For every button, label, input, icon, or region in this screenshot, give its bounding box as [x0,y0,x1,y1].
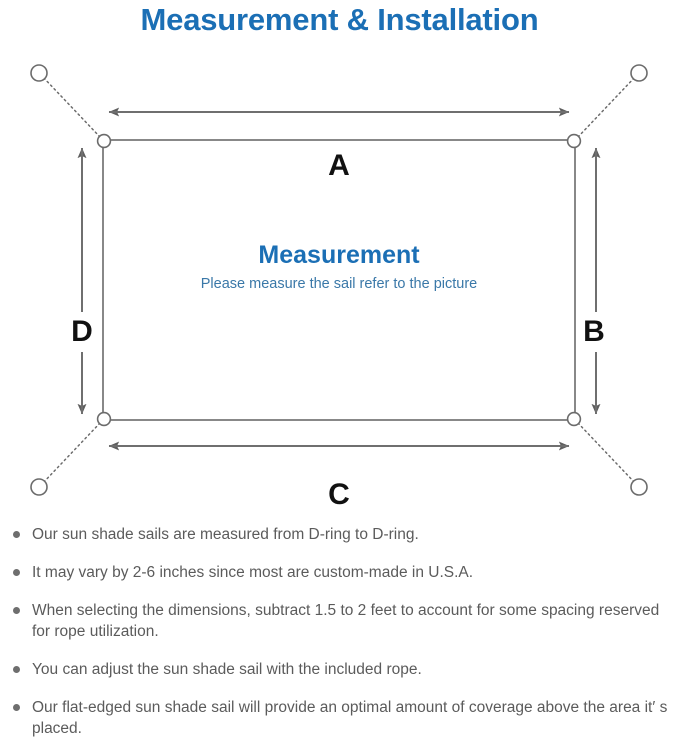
bullet-icon [13,704,20,711]
rope-top-left [41,75,101,138]
note-item: Our sun shade sails are measured from D-… [0,524,679,545]
dimension-label-c: C [312,477,366,513]
dimension-label-b: B [576,312,612,352]
note-text: Our sun shade sails are measured from D-… [32,526,419,543]
bullet-icon [13,531,20,538]
anchor-point-top-left [30,64,48,82]
anchor-point-bottom-right [630,478,648,496]
note-text: It may vary by 2-6 inches since most are… [32,564,474,581]
bullet-icon [13,569,20,576]
note-item: You can adjust the sun shade sail with t… [0,659,679,680]
bullet-icon [13,607,20,614]
rope-bottom-left [41,422,101,485]
note-item: When selecting the dimensions, subtract … [0,600,679,642]
anchor-point-bottom-left [30,478,48,496]
measurement-diagram: A B C D Measurement Please measure the s… [0,52,679,513]
sail-body [102,139,576,421]
d-ring-bottom-right [566,411,582,427]
dimension-label-d: D [64,312,100,352]
note-text: When selecting the dimensions, subtract … [32,602,660,640]
d-ring-bottom-left [96,411,112,427]
anchor-point-top-right [630,64,648,82]
page-title: Measurement & Installation [140,2,539,37]
dimension-label-a: A [312,148,366,184]
rope-bottom-right [577,422,637,485]
bullet-icon [13,666,20,673]
d-ring-top-right [566,133,582,149]
note-item: Our flat-edged sun shade sail will provi… [0,697,679,739]
note-item: It may vary by 2-6 inches since most are… [0,562,679,583]
note-text: Our flat-edged sun shade sail will provi… [32,699,668,737]
notes-list: Our sun shade sails are measured from D-… [0,524,679,739]
rope-top-right [577,75,637,138]
d-ring-top-left [96,133,112,149]
note-text: You can adjust the sun shade sail with t… [32,661,422,678]
